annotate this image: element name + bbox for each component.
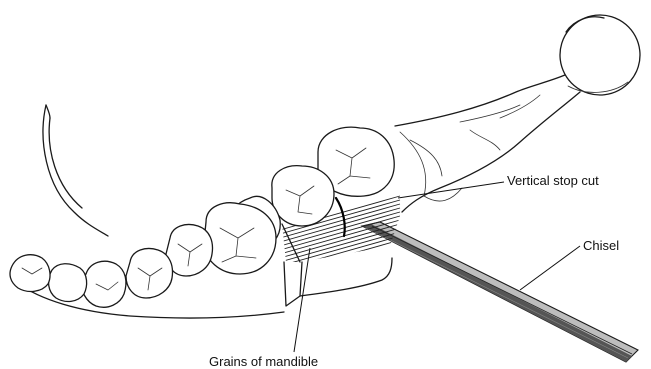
condyle [546, 1, 651, 109]
leader-chisel [520, 246, 580, 290]
grains-of-mandible-label: Grains of mandible [209, 355, 318, 369]
canine-tooth [82, 261, 126, 307]
molar-tooth-0 [204, 203, 276, 274]
incisor-tooth-2 [49, 264, 87, 302]
teeth [10, 127, 394, 307]
premolar-tooth-1 [126, 249, 172, 299]
fiber-block-edge [282, 224, 300, 262]
leader-lines [294, 182, 580, 352]
chisel-label: Chisel [583, 239, 619, 253]
leader-vertical-stop-cut [398, 182, 504, 198]
molar-tooth-2 [272, 166, 334, 226]
vertical-stop-cut-label: Vertical stop cut [507, 174, 599, 188]
premolar-tooth-2 [166, 225, 212, 277]
